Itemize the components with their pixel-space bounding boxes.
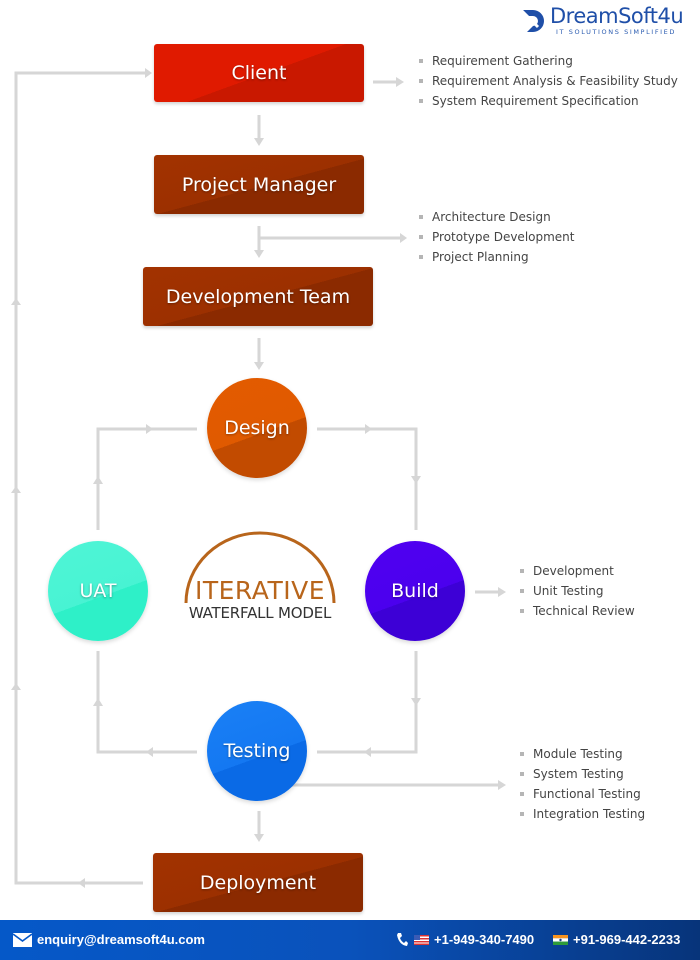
project-manager-label: Project Manager [181, 173, 337, 196]
bullet-icon [419, 79, 423, 83]
phone-us-link[interactable]: +1-949-340-7490 [434, 932, 535, 947]
arrowhead-icon [254, 362, 264, 370]
list-item: Requirement Analysis & Feasibility Study [419, 71, 678, 91]
build-testing-line [317, 651, 418, 754]
arrowhead-icon [93, 698, 103, 706]
arrowhead-icon [11, 298, 21, 305]
feedback-loop-line [14, 71, 145, 885]
list-item: System Requirement Specification [419, 91, 678, 111]
us-flag-icon [414, 935, 429, 945]
bullet-icon [419, 99, 423, 103]
build-node: Build [365, 541, 465, 641]
arrowhead-icon [93, 476, 103, 484]
arrowhead-icon [411, 476, 421, 484]
title-iterative: ITERATIVE [194, 576, 325, 605]
design-build-line [317, 427, 418, 530]
title-arc-icon [184, 531, 336, 604]
development-team-label: Development Team [165, 285, 351, 308]
arrowhead-icon [145, 68, 152, 78]
bullet-icon [419, 215, 423, 219]
arrowhead-icon [11, 486, 21, 493]
build-label: Build [391, 580, 439, 602]
list-item: Module Testing [520, 744, 645, 764]
testing-uat-line [96, 651, 197, 754]
uat-label: UAT [79, 580, 117, 602]
uat-node: UAT [48, 541, 148, 641]
arrowhead-icon [11, 683, 21, 690]
brand-name: DreamSoft4u [550, 4, 684, 28]
arrowhead-icon [364, 747, 371, 757]
envelope-icon [13, 933, 32, 947]
arrowhead-icon [254, 834, 264, 842]
title-waterfall-model: WATERFALL MODEL [188, 604, 332, 622]
brand-tagline: IT SOLUTIONS SIMPLIFIED [556, 28, 676, 36]
bullet-icon [419, 59, 423, 63]
bullet-icon [520, 609, 524, 613]
design-node: Design [207, 378, 307, 478]
pm-task-list: Architecture Design Prototype Developmen… [419, 207, 575, 267]
arrowhead-icon [365, 424, 372, 434]
uat-design-line [96, 427, 197, 530]
phone-in-link[interactable]: +91-969-442-2233 [573, 932, 681, 947]
arrowhead-icon [254, 250, 264, 258]
deployment-node: Deployment [153, 853, 363, 912]
list-item: Development [520, 561, 635, 581]
bullet-icon [520, 752, 524, 756]
deployment-label: Deployment [199, 871, 317, 894]
arrowhead-icon [78, 878, 85, 888]
development-team-node: Development Team [143, 267, 373, 326]
bullet-icon [520, 589, 524, 593]
client-label: Client [231, 62, 287, 84]
brand-logo[interactable]: DreamSoft4u IT SOLUTIONS SIMPLIFIED [518, 4, 690, 39]
arrowhead-icon [498, 780, 506, 790]
design-label: Design [224, 417, 290, 439]
arrowhead-icon [146, 747, 153, 757]
bullet-icon [520, 812, 524, 816]
logo-mark-icon [519, 8, 544, 32]
build-task-list: Development Unit Testing Technical Revie… [520, 561, 635, 621]
bullet-icon [520, 792, 524, 796]
model-title: ITERATIVE WATERFALL MODEL [170, 528, 350, 628]
arrowhead-icon [411, 698, 421, 706]
contact-footer: enquiry@dreamsoft4u.com +1-949-340-7490 … [0, 920, 700, 960]
list-item: Prototype Development [419, 227, 575, 247]
list-item: System Testing [520, 764, 645, 784]
phone-icon [397, 933, 408, 946]
bullet-icon [520, 772, 524, 776]
india-flag-icon [553, 935, 568, 945]
client-node: Client [154, 44, 364, 102]
testing-node: Testing [207, 701, 307, 801]
arrowhead-icon [400, 233, 407, 243]
email-link[interactable]: enquiry@dreamsoft4u.com [37, 932, 205, 947]
list-item: Architecture Design [419, 207, 575, 227]
list-item: Functional Testing [520, 784, 645, 804]
list-item: Integration Testing [520, 804, 645, 824]
arrowhead-icon [146, 424, 153, 434]
testing-task-list: Module Testing System Testing Functional… [520, 744, 645, 824]
testing-label: Testing [223, 740, 291, 762]
list-item: Requirement Gathering [419, 51, 678, 71]
list-item: Project Planning [419, 247, 575, 267]
bullet-icon [419, 255, 423, 259]
arrowhead-icon [498, 587, 506, 597]
arrowhead-icon [396, 77, 404, 87]
list-item: Technical Review [520, 601, 635, 621]
arrowhead-icon [254, 138, 264, 146]
list-item: Unit Testing [520, 581, 635, 601]
bullet-icon [419, 235, 423, 239]
client-task-list: Requirement Gathering Requirement Analys… [419, 51, 678, 111]
project-manager-node: Project Manager [154, 155, 364, 214]
bullet-icon [520, 569, 524, 573]
